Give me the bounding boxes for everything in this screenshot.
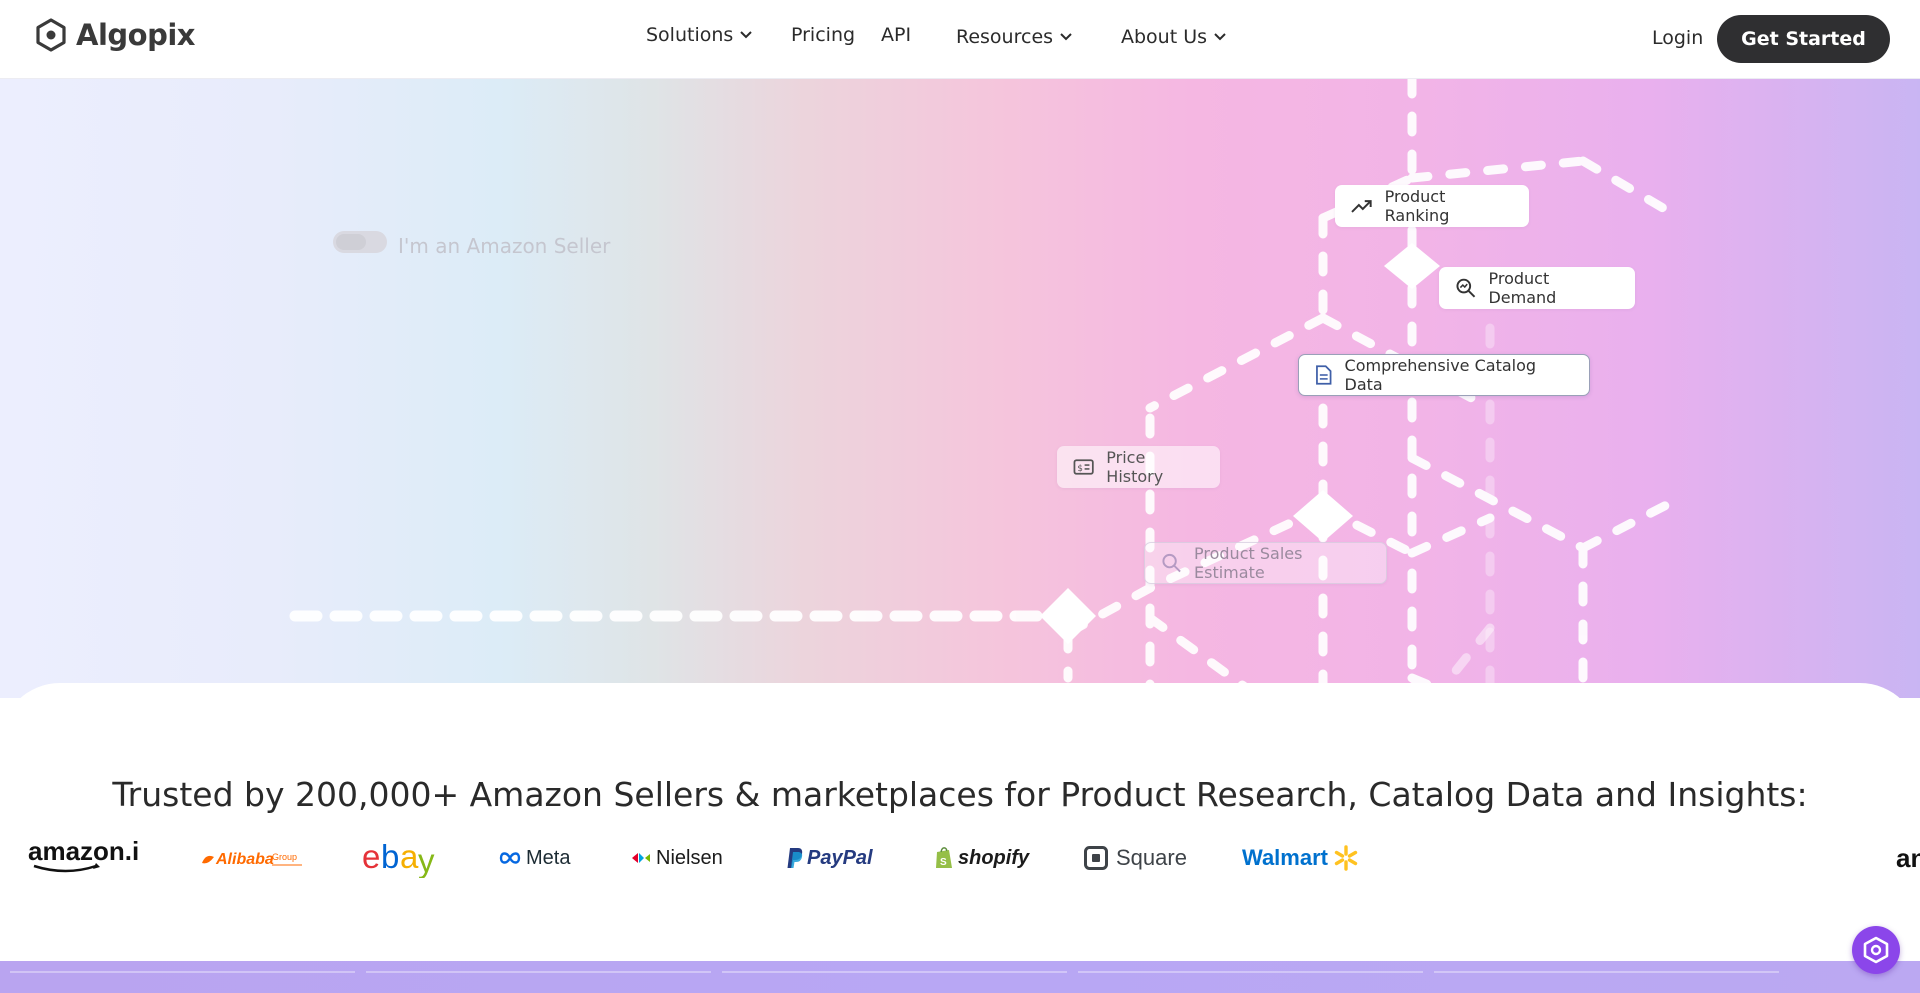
- hero-section: I'm an Amazon Seller Product Ranking Pro…: [0, 78, 1920, 698]
- chevron-down-icon: [740, 31, 753, 39]
- tag-catalog-data[interactable]: Comprehensive Catalog Data: [1298, 354, 1590, 396]
- nav-api-label: API: [881, 24, 912, 46]
- trend-up-icon: [1351, 200, 1372, 213]
- chat-hexagon-icon: [1863, 936, 1889, 964]
- amazon-logo-partial: an: [1896, 833, 1920, 883]
- search-analytics-icon: [1456, 278, 1476, 298]
- nav-api[interactable]: API: [881, 24, 911, 46]
- tag-product-ranking-label: Product Ranking: [1384, 187, 1450, 225]
- chat-widget-button[interactable]: [1852, 926, 1900, 974]
- nielsen-logo: Nielsen: [630, 833, 723, 883]
- next-section-strip: [0, 961, 1920, 993]
- nav-about[interactable]: About Us: [1121, 26, 1227, 48]
- get-started-button[interactable]: Get Started: [1717, 15, 1890, 63]
- paypal-logo-text: PayPal: [807, 846, 873, 869]
- ebay-letter-y: y: [418, 842, 435, 878]
- tag-product-demand-label: Product Demand: [1488, 269, 1557, 307]
- square-logo: Square: [1084, 833, 1187, 883]
- nav-solutions-label: Solutions: [646, 24, 734, 46]
- document-icon: [1316, 365, 1332, 385]
- tag-catalog-data-label: Comprehensive Catalog Data: [1344, 356, 1537, 394]
- alibaba-logo: Alibaba Group: [200, 833, 306, 883]
- ebay-logo: e b a y: [362, 833, 442, 883]
- nielsen-mark-icon: [632, 853, 650, 863]
- tag-price-history-label: Price History: [1106, 448, 1164, 486]
- nav-resources-label: Resources: [956, 26, 1054, 48]
- amazon-in-logo-text: amazon.in: [28, 838, 138, 866]
- trusted-section: Trusted by 200,000+ Amazon Sellers & mar…: [0, 683, 1920, 973]
- login-link[interactable]: Login: [1652, 27, 1704, 49]
- ebay-letter-b: b: [381, 838, 399, 875]
- nav-about-label: About Us: [1121, 26, 1208, 48]
- chevron-down-icon: [1060, 33, 1072, 41]
- site-header: Algopix Solutions Pricing API Resources …: [0, 0, 1920, 79]
- walmart-logo: Walmart: [1242, 833, 1360, 883]
- nav-resources[interactable]: Resources: [956, 26, 1073, 48]
- ebay-letter-e: e: [362, 838, 380, 875]
- paypal-logo: PayPal: [786, 833, 873, 883]
- meta-infinity-icon: [499, 852, 521, 864]
- tag-sales-estimate-label: Product Sales Estimate: [1194, 544, 1303, 582]
- shopify-logo-text: shopify: [958, 846, 1030, 869]
- meta-logo: Meta: [498, 833, 570, 883]
- walmart-spark-icon: [1334, 845, 1358, 871]
- hexagon-logo-icon: [36, 18, 66, 52]
- shopify-logo: S shopify: [934, 833, 1029, 883]
- chevron-down-icon: [1214, 33, 1226, 41]
- alibaba-group-text: Group: [272, 852, 297, 862]
- hero-network-graphic: [289, 78, 1685, 698]
- logo-carousel: amazon.in Alibaba Group e b a y: [0, 833, 1920, 883]
- nav-pricing-label: Pricing: [791, 24, 856, 46]
- tag-product-ranking[interactable]: Product Ranking: [1335, 185, 1529, 227]
- brand-logo[interactable]: Algopix: [36, 18, 195, 52]
- price-tag-icon: $: [1073, 459, 1094, 475]
- trusted-heading: Trusted by 200,000+ Amazon Sellers & mar…: [112, 775, 1808, 814]
- ebay-letter-a: a: [400, 838, 419, 875]
- amazon-seller-toggle[interactable]: [333, 231, 387, 253]
- nav-solutions[interactable]: Solutions: [646, 24, 753, 46]
- walmart-logo-text: Walmart: [1242, 845, 1328, 870]
- tag-sales-estimate[interactable]: Product Sales Estimate: [1144, 542, 1387, 584]
- amazon-in-logo: amazon.in: [28, 833, 138, 883]
- amazon-partial-text: an: [1896, 842, 1920, 873]
- svg-text:S: S: [940, 857, 947, 868]
- brand-name: Algopix: [76, 18, 195, 52]
- paypal-mark-icon: [787, 848, 803, 868]
- tag-price-history[interactable]: $ Price History: [1057, 446, 1220, 488]
- nav-pricing[interactable]: Pricing: [791, 24, 855, 46]
- nielsen-logo-text: Nielsen: [656, 846, 723, 869]
- alibaba-logo-text: Alibaba: [215, 851, 274, 868]
- svg-text:$: $: [1077, 464, 1083, 474]
- meta-logo-text: Meta: [526, 846, 571, 869]
- shopify-bag-icon: S: [936, 847, 952, 868]
- search-icon: [1162, 553, 1181, 573]
- tag-product-demand[interactable]: Product Demand: [1439, 267, 1635, 309]
- amazon-seller-toggle-label: I'm an Amazon Seller: [398, 234, 611, 258]
- square-mark-icon: [1084, 846, 1108, 870]
- square-logo-text: Square: [1116, 845, 1187, 870]
